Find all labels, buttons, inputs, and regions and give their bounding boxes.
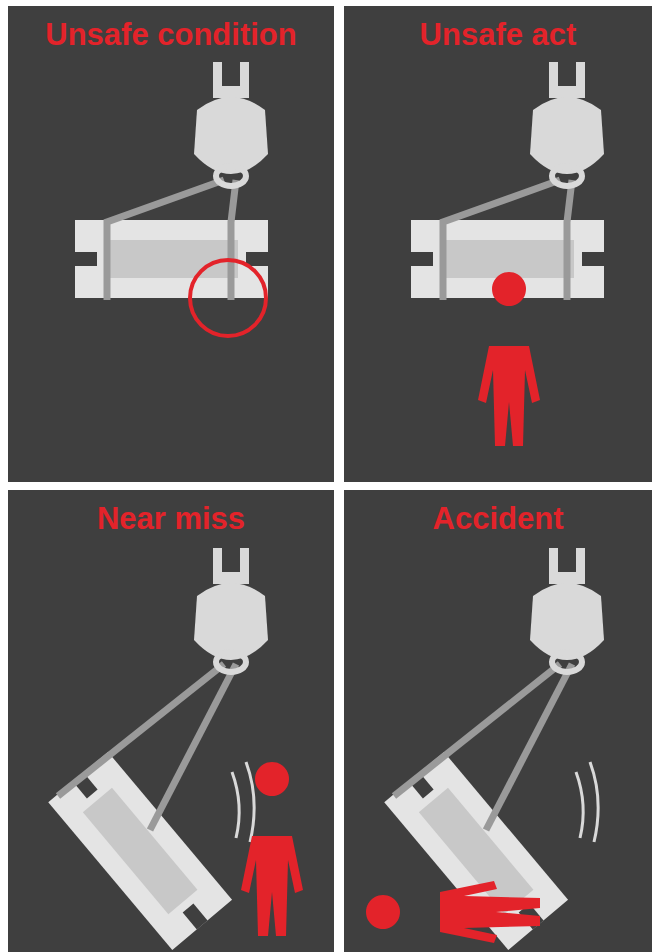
- steel-beam: [411, 220, 604, 298]
- panel-heading: Unsafe condition: [8, 16, 334, 54]
- sling: [150, 664, 236, 830]
- scenario-panel: Accident: [344, 490, 652, 952]
- sling: [443, 180, 560, 300]
- steel-beam: [48, 752, 232, 950]
- scenario-panel: Unsafe condition: [8, 6, 334, 482]
- crane-hook: [530, 62, 604, 186]
- motion-line: [590, 762, 598, 842]
- injured-worker: [366, 881, 540, 943]
- sling: [486, 664, 572, 830]
- motion-line: [232, 772, 239, 838]
- crane-lift: [411, 62, 604, 446]
- panel-heading: Unsafe act: [344, 16, 652, 54]
- crane-hook: [194, 548, 268, 672]
- panel-heading: Near miss: [8, 500, 334, 538]
- sling: [394, 664, 560, 796]
- steel-beam: [75, 220, 268, 298]
- scenario-panel: Near miss: [8, 490, 334, 952]
- motion-line: [246, 762, 254, 842]
- crane-hook: [194, 62, 268, 186]
- panel-heading: Accident: [344, 500, 652, 538]
- sling: [567, 180, 572, 300]
- falling-load: [48, 548, 303, 950]
- hazard-circle: [190, 260, 266, 336]
- falling-load: [366, 548, 604, 950]
- crane-hook: [530, 548, 604, 672]
- sling: [231, 180, 236, 300]
- sling: [107, 180, 224, 300]
- sling: [58, 664, 224, 796]
- steel-beam: [384, 752, 568, 950]
- crane-lift: [75, 62, 268, 336]
- worker-figure: [478, 272, 540, 446]
- scenario-panel: Unsafe act: [344, 6, 652, 482]
- worker-figure: [241, 762, 303, 936]
- motion-line: [576, 772, 583, 838]
